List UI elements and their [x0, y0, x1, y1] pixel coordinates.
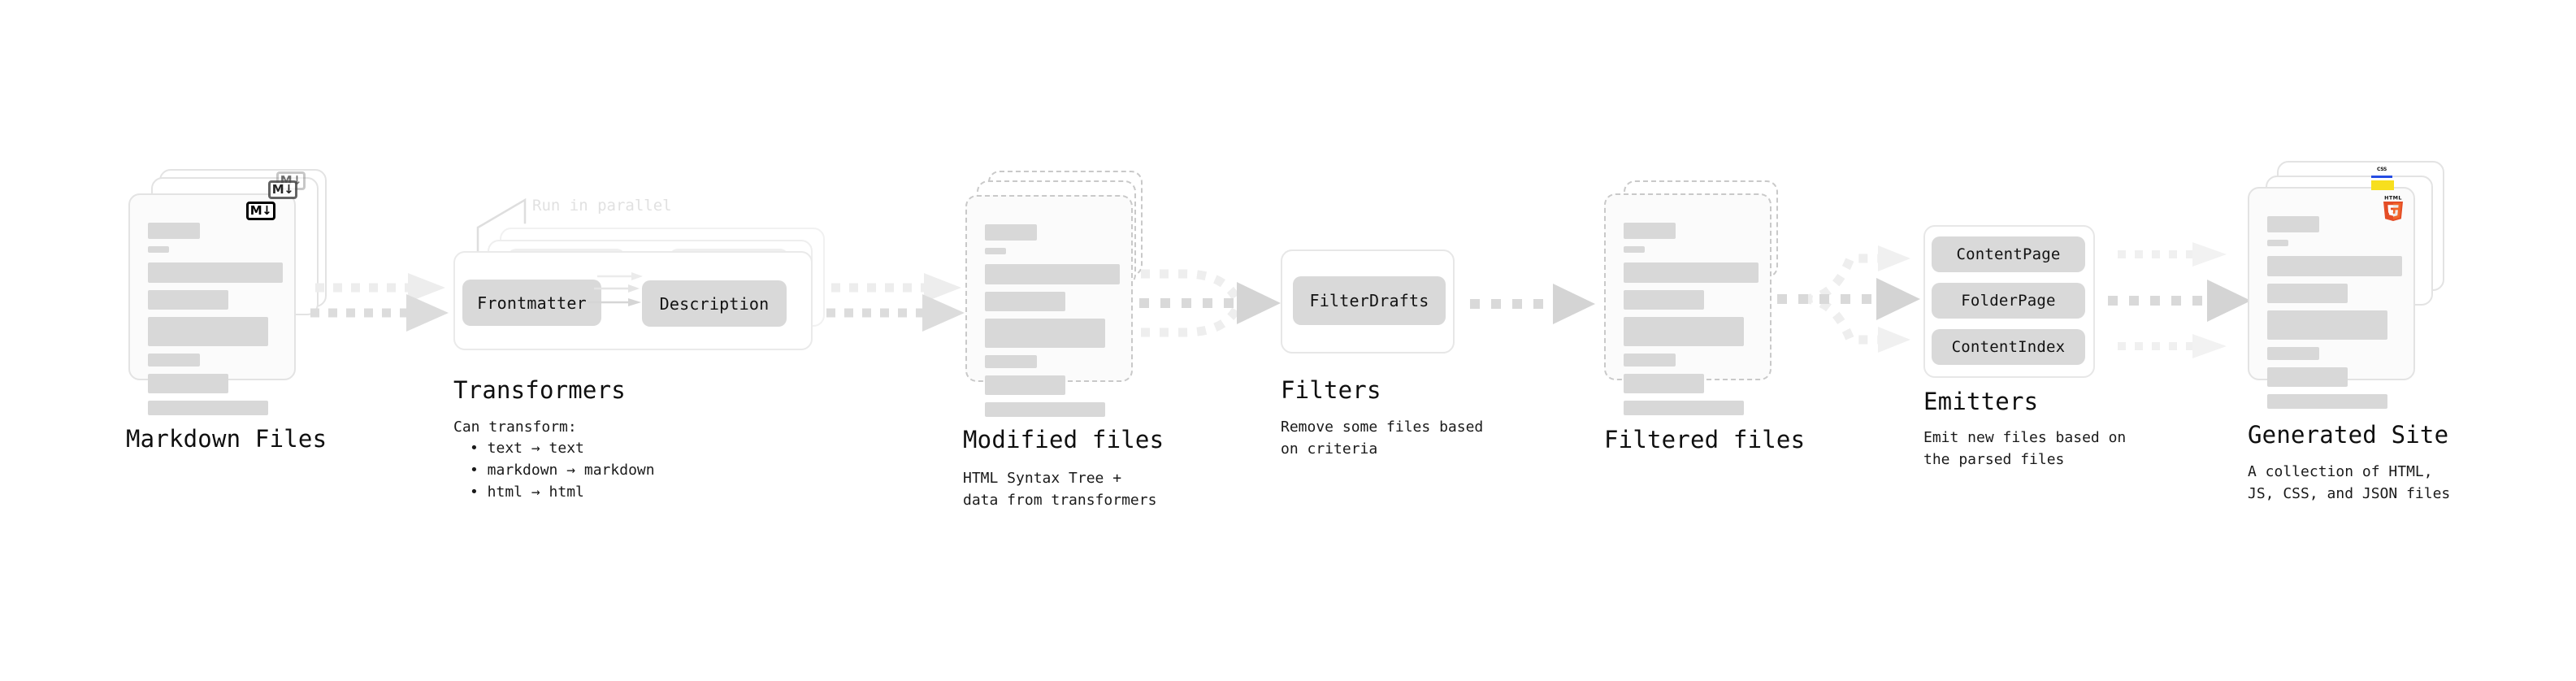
- content-line: [148, 290, 228, 310]
- connector-modified-to-filters: [1139, 269, 1281, 337]
- generated-site-title: Generated Site: [2248, 421, 2449, 449]
- filtered-files-title: Filtered files: [1604, 426, 1806, 453]
- content-line: [1624, 246, 1645, 253]
- emitters-description: Emit new files based on the parsed files: [1923, 429, 2127, 468]
- content-line: [985, 375, 1065, 395]
- transformers-bullet-1: • markdown → markdown: [470, 462, 655, 479]
- filters-description: Remove some files based on criteria: [1281, 419, 1484, 458]
- content-line: [1624, 317, 1744, 346]
- transformers-chip-frontmatter[interactable]: Frontmatter: [462, 280, 601, 326]
- transformers-chip-description[interactable]: Description: [642, 280, 787, 327]
- content-line: [2267, 256, 2402, 276]
- content-line: [985, 292, 1065, 311]
- content-line: [2267, 240, 2288, 246]
- content-line: [2267, 216, 2319, 232]
- filters-chip-filterdrafts[interactable]: FilterDrafts: [1293, 276, 1446, 325]
- filtered-card-content: [1624, 223, 1759, 423]
- content-line: [985, 264, 1120, 284]
- content-line: [2267, 310, 2387, 340]
- filtered-card-front: [1604, 193, 1772, 415]
- content-line: [2267, 367, 2348, 387]
- connector-emitters-to-site: [2108, 242, 2251, 358]
- emitters-chip-folderpage[interactable]: FolderPage: [1932, 283, 2085, 319]
- filters-title: Filters: [1281, 376, 1381, 404]
- content-line: [1624, 401, 1744, 415]
- content-line: [985, 319, 1105, 348]
- connector-filters-to-filtered: [1470, 284, 1595, 324]
- markdown-badge: M↓: [246, 202, 275, 220]
- transformers-title: Transformers: [453, 376, 626, 404]
- js-badge: [2371, 180, 2394, 190]
- modified-card-content: [985, 224, 1120, 424]
- html5-badge: HTML: [2381, 193, 2405, 221]
- content-line: [1624, 223, 1676, 239]
- modified-files-description: HTML Syntax Tree + data from transformer…: [963, 470, 1157, 509]
- content-line: [2267, 284, 2348, 303]
- content-line: [985, 402, 1105, 417]
- css3-badge: CSS: [2371, 167, 2392, 178]
- content-line: [1624, 374, 1704, 393]
- markdown-card-front: [128, 193, 296, 415]
- content-line: [985, 248, 1006, 254]
- content-line: [985, 224, 1037, 241]
- svg-text:HTML: HTML: [2384, 195, 2402, 202]
- content-line: [148, 374, 228, 393]
- emitters-title: Emitters: [1923, 388, 2039, 415]
- generated-site-description: A collection of HTML, JS, CSS, and JSON …: [2248, 463, 2451, 502]
- run-in-parallel-label: Run in parallel: [532, 197, 672, 215]
- transformers-bullet-2: • html → html: [470, 484, 584, 501]
- markdown-badge-back-1: M↓: [268, 180, 297, 199]
- content-line: [148, 246, 169, 253]
- content-line: [148, 354, 200, 367]
- content-line: [148, 223, 200, 239]
- content-line: [148, 262, 283, 283]
- modified-files-title: Modified files: [963, 426, 1164, 453]
- connector-transformers-to-modified: [826, 273, 965, 332]
- connector-filtered-to-emitters: [1777, 245, 1920, 353]
- emitters-chip-contentindex[interactable]: ContentIndex: [1932, 329, 2085, 365]
- content-line: [148, 317, 268, 346]
- transformers-bullet-0: • text → text: [470, 440, 584, 457]
- content-line: [2267, 347, 2319, 360]
- modified-card-front: [965, 195, 1133, 417]
- content-line: [1624, 262, 1759, 283]
- transformers-description: Can transform:: [453, 419, 577, 436]
- content-line: [2267, 394, 2387, 409]
- markdown-files-title: Markdown Files: [126, 425, 327, 453]
- emitters-chip-contentpage[interactable]: ContentPage: [1932, 236, 2085, 272]
- content-line: [1624, 290, 1704, 310]
- content-line: [1624, 354, 1676, 367]
- transformers-inner-arrows: [588, 272, 643, 306]
- run-in-parallel-bracket: [476, 197, 527, 252]
- site-card-content: [2267, 216, 2402, 416]
- connector-markdown-to-transformers: [310, 273, 449, 332]
- markdown-card-content: [148, 223, 283, 423]
- content-line: [148, 401, 268, 415]
- content-line: [985, 355, 1037, 368]
